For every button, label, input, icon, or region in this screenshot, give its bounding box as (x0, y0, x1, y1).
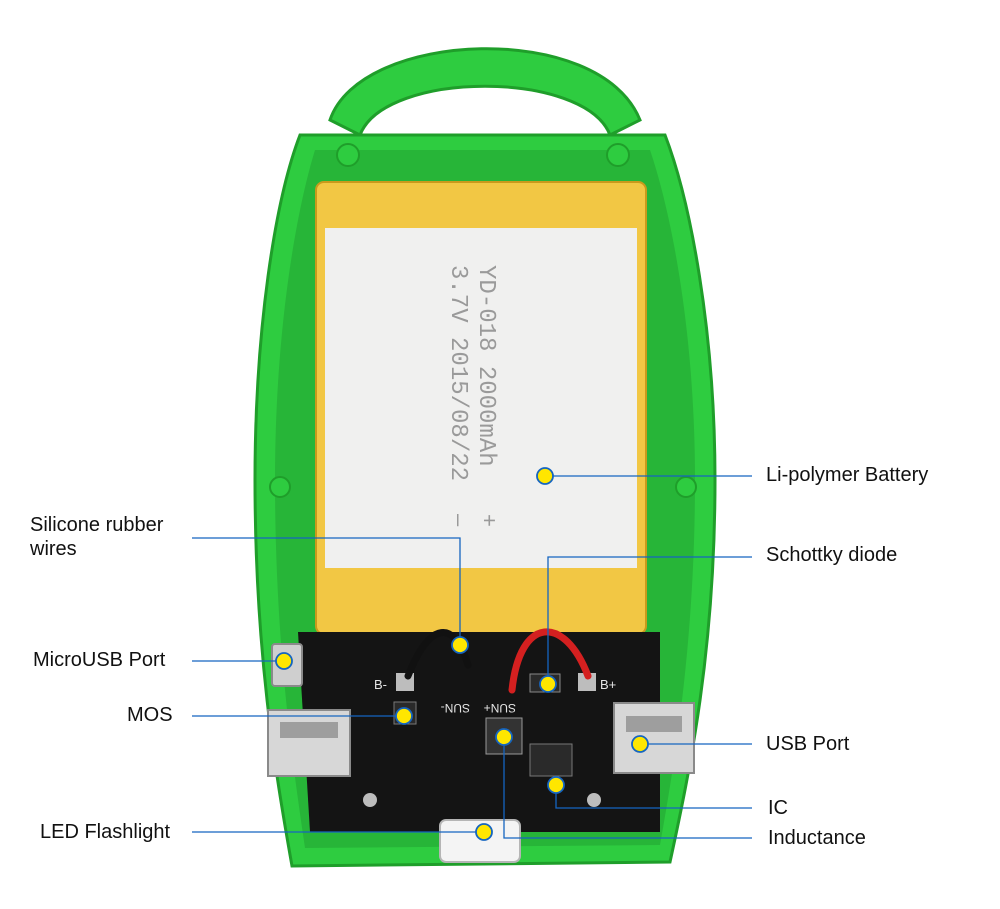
label-ic: IC (768, 797, 788, 819)
callout-markers (275, 467, 649, 841)
label-microusb-port: MicroUSB Port (33, 649, 166, 671)
callout-lines (192, 475, 752, 839)
usb-port-right-shape (613, 702, 695, 774)
marker-microusb (275, 652, 293, 670)
label-inductance: Inductance (768, 827, 866, 849)
marker-inductance (495, 728, 513, 746)
marker-usb (631, 735, 649, 753)
battery-print-minus: – (447, 514, 472, 527)
pad-b-plus (578, 673, 596, 691)
label-li-polymer-battery: Li-polymer Battery (766, 464, 929, 486)
label-silicone-rubber-wires: Silicone rubber wires (30, 514, 164, 560)
battery-label-area (325, 228, 637, 568)
screw-post-top-left (336, 143, 360, 167)
screw-post-mid-right (675, 476, 697, 498)
marker-battery (536, 467, 554, 485)
li-polymer-battery: YD-018 2000mAh 3.7V 2015/08/22 – + (315, 181, 647, 635)
battery-print-line1: YD-018 2000mAh (472, 265, 499, 467)
usb-port-left-shape (267, 709, 351, 777)
marker-silicone (451, 636, 469, 654)
marker-led (475, 823, 493, 841)
pcb-print-b-minus: B- (374, 677, 387, 692)
label-mos: MOS (127, 704, 173, 726)
battery-print-line2: 3.7V 2015/08/22 (444, 265, 471, 481)
battery-print-plus: + (477, 514, 502, 527)
pcb-shape (298, 632, 660, 832)
pcb-print-sun-plus: SUN+ (484, 701, 516, 715)
label-led-flashlight: LED Flashlight (40, 821, 171, 843)
label-schottky-diode: Schottky diode (766, 544, 898, 566)
marker-ic (547, 776, 565, 794)
marker-schottky (539, 675, 557, 693)
pcb-screw-left (363, 793, 377, 807)
usb-port-left-slot (280, 722, 338, 738)
screw-post-mid-left (269, 476, 291, 498)
pcb-board: B- B+ SUN- SUN+ (298, 632, 660, 832)
led-flashlight-lens (439, 819, 521, 863)
callout-line-inductance (503, 737, 752, 839)
pcb-print-sun-minus: SUN- (441, 701, 470, 715)
pcb-print-b-plus: B+ (600, 677, 616, 692)
pcb-screw-right (587, 793, 601, 807)
callout-line-silicone (192, 537, 461, 645)
shell-handle (328, 47, 642, 138)
usb-port-right-slot (626, 716, 682, 732)
wire-red (508, 628, 592, 694)
label-usb-port: USB Port (766, 733, 850, 755)
callout-line-schottky (547, 556, 752, 684)
screw-post-top-right (606, 143, 630, 167)
marker-mos (395, 707, 413, 725)
chip-ic (529, 743, 573, 777)
